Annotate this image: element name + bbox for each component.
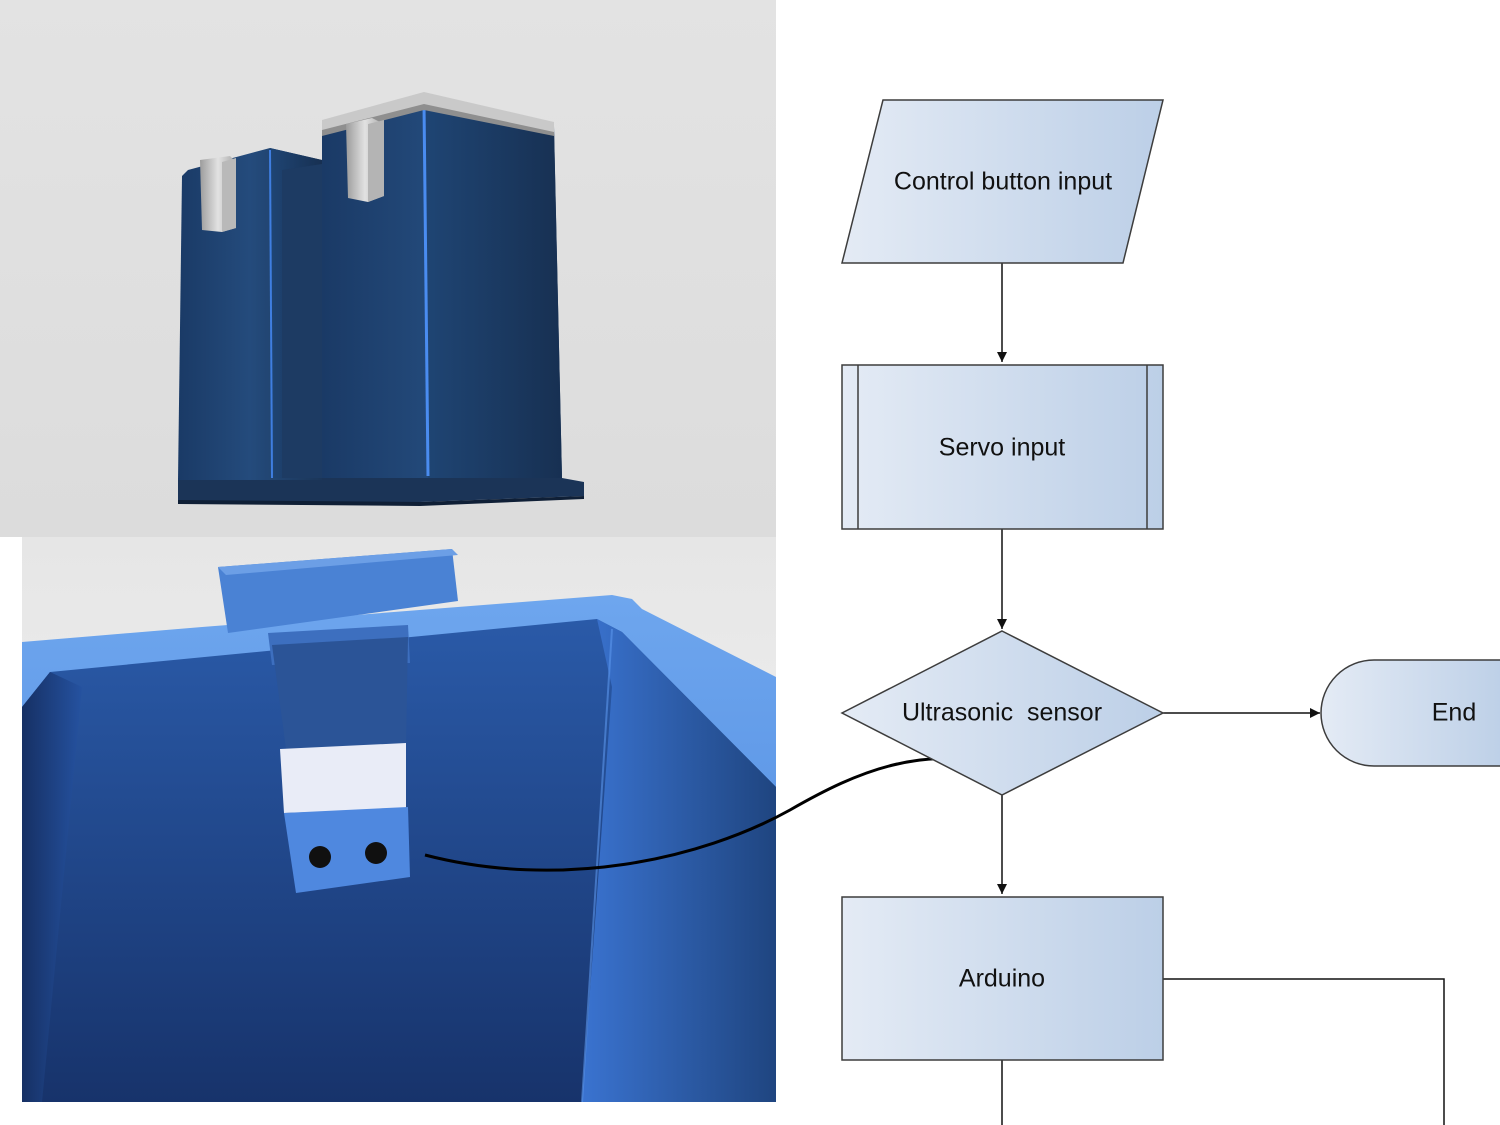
node-control-button-input: Control button input <box>841 99 1164 264</box>
edge-arduino-loop <box>1163 978 1445 1125</box>
node-label-servo-input: Servo input <box>939 434 1066 462</box>
node-label-control-button-input: Control button input <box>894 168 1112 196</box>
node-label-arduino: Arduino <box>959 965 1045 993</box>
node-ultrasonic-sensor: Ultrasonic sensor <box>840 630 1165 796</box>
node-label-end: End <box>1432 699 1476 727</box>
bin-tower-render <box>0 0 776 537</box>
bin-interior-sensor-render <box>22 537 776 1102</box>
node-arduino: Arduino <box>841 896 1164 1061</box>
node-end: End <box>1320 659 1500 767</box>
node-label-ultrasonic-sensor: Ultrasonic sensor <box>902 699 1102 727</box>
sensor-connector-curve <box>424 756 1011 872</box>
node-servo-input: Servo input <box>841 364 1164 530</box>
